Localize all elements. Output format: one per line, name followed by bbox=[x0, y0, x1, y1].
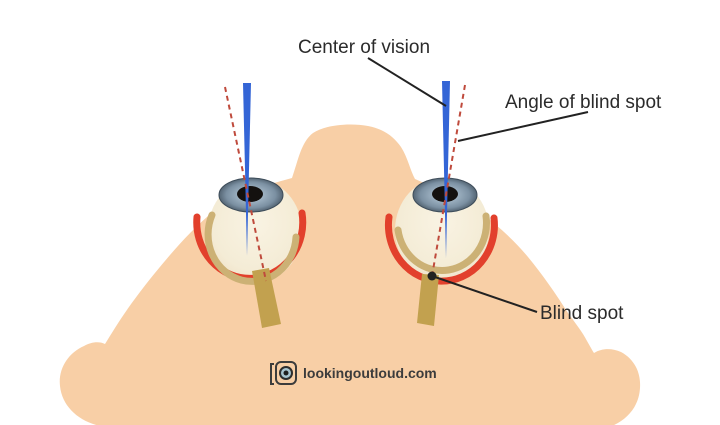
left-pupil bbox=[237, 186, 263, 202]
left-optic-nerve bbox=[252, 268, 281, 328]
head-outline bbox=[59, 124, 641, 425]
right-retina-arc bbox=[384, 213, 498, 285]
left-center-of-vision-line bbox=[243, 83, 251, 256]
right-eye bbox=[384, 81, 498, 326]
blind-spot-label: Blind spot bbox=[540, 303, 624, 324]
watermark: lookingoutloud.com bbox=[270, 361, 437, 385]
angle-of-blind-spot-pointer-line bbox=[457, 111, 589, 142]
left-choroid-arc bbox=[204, 211, 300, 285]
center-of-vision-pointer-line bbox=[367, 57, 447, 107]
left-eye bbox=[193, 83, 307, 328]
blind-spot-dot bbox=[427, 271, 437, 281]
right-choroid-arc bbox=[394, 212, 490, 274]
lookingoutloud-logo-pupil bbox=[283, 370, 289, 376]
right-center-of-vision-line bbox=[442, 81, 450, 258]
lookingoutloud-logo-frame bbox=[275, 361, 297, 385]
blind-spot-pointer-line bbox=[434, 276, 538, 313]
center-of-vision-label: Center of vision bbox=[298, 37, 430, 58]
left-blind-spot-angle-line bbox=[224, 86, 267, 282]
watermark-text: lookingoutloud.com bbox=[303, 365, 437, 381]
right-optic-nerve bbox=[417, 274, 439, 326]
lookingoutloud-logo-icon bbox=[270, 363, 274, 385]
angle-of-blind-spot-label: Angle of blind spot bbox=[505, 92, 662, 113]
